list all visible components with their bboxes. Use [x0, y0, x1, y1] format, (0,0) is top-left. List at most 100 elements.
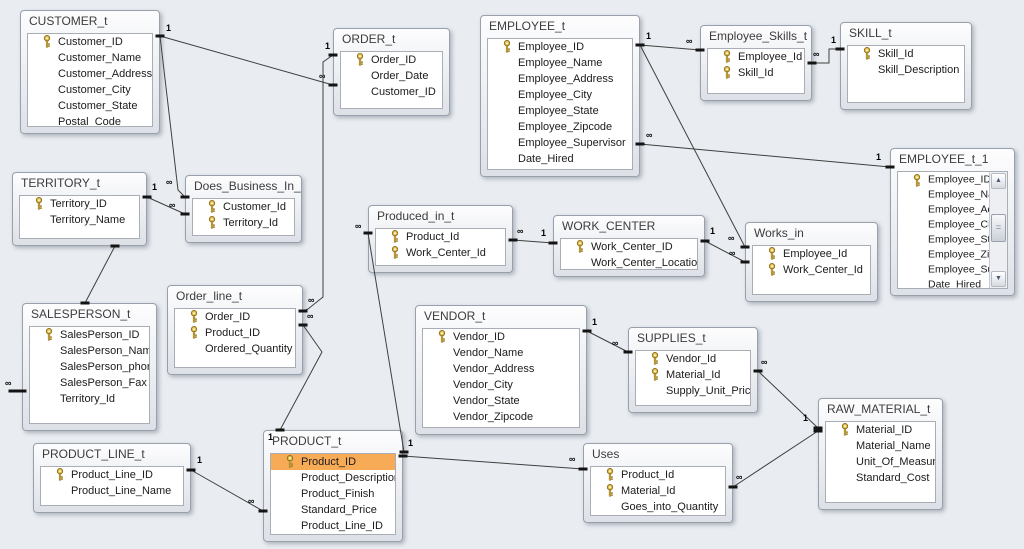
field-row[interactable]: Territory_Name [20, 212, 139, 228]
field-row[interactable]: Material_Id [591, 483, 725, 499]
field-row[interactable]: SalesPerson_Fax [30, 375, 149, 391]
field-row[interactable]: Product_ID [175, 325, 295, 341]
relationship-line-product-uses[interactable] [402, 455, 584, 470]
field-row[interactable]: Material_ID [826, 422, 935, 438]
field-row[interactable]: Goes_into_Quantity [591, 499, 725, 515]
field-row[interactable]: Vendor_State [423, 393, 579, 409]
field-row[interactable]: SalesPerson_ID [30, 327, 149, 343]
field-row[interactable]: Work_Center_Id [753, 262, 870, 278]
scroll-up-icon[interactable]: ▲ [991, 173, 1006, 189]
field-row[interactable]: Territory_Id [193, 215, 294, 231]
field-row[interactable]: Ordered_Quantity [175, 341, 295, 357]
field-row[interactable]: SalesPerson_phone [30, 359, 149, 375]
field-row[interactable]: Material_Id [636, 367, 750, 383]
relationship-line-order-order-line[interactable] [302, 54, 334, 312]
field-row[interactable]: Employee_City [488, 87, 632, 103]
field-row[interactable]: Employee_Addr [898, 202, 1007, 217]
relationship-line-work-center-works-in[interactable] [704, 240, 746, 263]
field-row[interactable]: Order_ID [175, 309, 295, 325]
field-row[interactable]: Customer_City [28, 82, 152, 98]
field-row[interactable]: Employee_Zipc [898, 247, 1007, 262]
relationship-line-customer-order[interactable] [159, 35, 334, 86]
field-row[interactable]: Product_Line_Name [41, 483, 183, 499]
field-row[interactable]: Work_Center_Id [376, 245, 505, 261]
relationship-line-product-line-product[interactable] [190, 469, 264, 512]
field-row[interactable]: Order_Date [341, 68, 442, 84]
field-row[interactable]: Employee_Supe [898, 262, 1007, 277]
field-row[interactable]: Employee_Zipcode [488, 119, 632, 135]
field-row[interactable]: Date_Hired [898, 277, 1007, 288]
field-row[interactable]: Employee_Nam [898, 187, 1007, 202]
field-row[interactable]: Employee_ID [488, 39, 632, 55]
field-row[interactable]: Product_Description [271, 470, 395, 486]
field-row[interactable]: Employee_State [488, 103, 632, 119]
field-row[interactable]: Customer_Address [28, 66, 152, 82]
field-row[interactable]: Employee_Name [488, 55, 632, 71]
field-row[interactable]: Product_Finish [271, 486, 395, 502]
field-row[interactable]: Vendor_Name [423, 345, 579, 361]
field-row[interactable]: Customer_ID [341, 84, 442, 100]
field-row[interactable]: Vendor_Address [423, 361, 579, 377]
scroll-down-icon[interactable]: ▼ [991, 271, 1006, 287]
relationship-line-skill-employee-skills[interactable] [812, 48, 840, 64]
field-row[interactable]: Unit_Of_Measure [826, 454, 935, 470]
field-row[interactable]: Postal_Code [28, 114, 152, 126]
field-row[interactable]: Material_Name [826, 438, 935, 454]
scroll-thumb[interactable]: = [991, 214, 1006, 242]
field-row[interactable]: SalesPerson_Name [30, 343, 149, 359]
field-row[interactable]: Territory_Id [30, 391, 149, 407]
field-row[interactable]: Employee_City [898, 217, 1007, 232]
field-row[interactable]: Employee_State [898, 232, 1007, 247]
field-row[interactable]: Date_Hired [488, 151, 632, 167]
field-row-selected[interactable]: Product_ID [271, 454, 395, 470]
field-row[interactable]: Standard_Price [271, 502, 395, 518]
relationship-line-employee-employee-skills[interactable] [639, 44, 701, 51]
relationship-line-customer-does-business-in[interactable] [159, 35, 186, 198]
relationship-line-supplies-raw-material[interactable] [757, 370, 819, 429]
field-row[interactable]: Employee_Id [708, 49, 804, 65]
relationship-line-employee-employee-t-1[interactable] [639, 143, 891, 168]
field-row[interactable]: Employee_ID [898, 172, 1007, 187]
field-row[interactable]: Product_Line_ID [271, 518, 395, 534]
relationship-line-territory-does-business-in[interactable] [146, 196, 186, 215]
table-scrollbar[interactable]: ▲ = ▼ [989, 172, 1007, 288]
field-row[interactable]: Vendor_City [423, 377, 579, 393]
field-row[interactable]: Work_Center_ID [561, 239, 697, 255]
field-row[interactable]: Supply_Unit_Price [636, 383, 750, 399]
field-row[interactable]: Vendor_Zipcode [423, 409, 579, 425]
field-row[interactable]: Product_Id [376, 229, 505, 245]
field-row[interactable]: Vendor_Id [636, 351, 750, 367]
field-row[interactable]: Skill_Id [708, 65, 804, 81]
field-row[interactable]: Employee_Supervisor [488, 135, 632, 151]
field-row[interactable]: Territory_ID [20, 196, 139, 212]
field-row[interactable]: Skill_Description [848, 62, 964, 78]
field-row[interactable]: Employee_Id [753, 246, 870, 262]
field-row[interactable]: Customer_ID [28, 34, 152, 50]
field-row[interactable]: Customer_Name [28, 50, 152, 66]
relationship-line-uses-raw-material[interactable] [732, 430, 819, 488]
field-row[interactable]: Work_Center_Location [561, 255, 697, 269]
field-row[interactable]: Employee_Address [488, 71, 632, 87]
field-row[interactable]: Order_ID [341, 52, 442, 68]
field-row[interactable]: Product_Id [591, 467, 725, 483]
relationship-line-territory-salesperson[interactable] [84, 245, 116, 304]
